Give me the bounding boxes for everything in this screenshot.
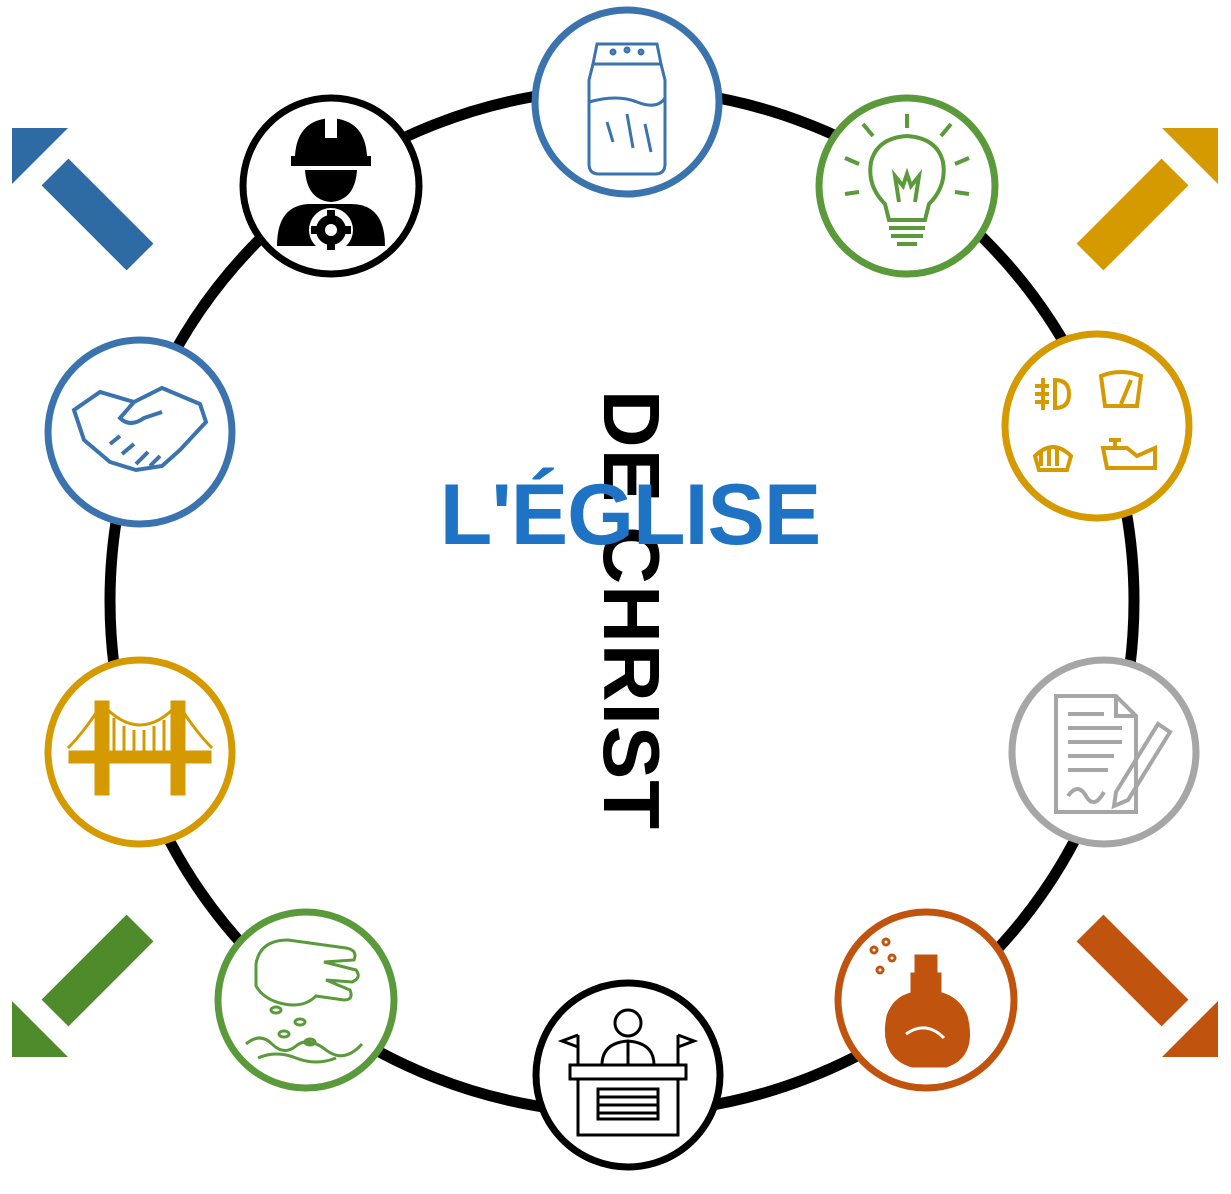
node-ambassador	[532, 979, 724, 1171]
node-bridge	[44, 656, 236, 848]
node-perfume	[834, 908, 1018, 1092]
arrow-up-left	[12, 128, 154, 271]
node-dashboard	[1001, 330, 1193, 522]
ambassador-desk-icon	[557, 1008, 699, 1137]
arrow-down-left	[12, 914, 154, 1057]
signed-document-icon	[1054, 694, 1173, 814]
node-light	[815, 94, 999, 278]
node-sowing	[214, 908, 398, 1092]
arrow-down-right	[1076, 914, 1218, 1057]
arrow-up-right	[1076, 128, 1218, 271]
node-handshake	[44, 336, 236, 528]
bridge-icon	[66, 700, 214, 796]
handshake-icon	[71, 385, 209, 473]
worker-gear-icon	[277, 116, 385, 252]
node-worker	[239, 94, 423, 278]
node-document	[1008, 656, 1200, 848]
node-salt	[531, 6, 723, 198]
sowing-hand-icon	[245, 938, 364, 1064]
title-eglise: L'ÉGLISE	[439, 467, 821, 563]
car-dashboard-symbols-icon	[1032, 370, 1157, 472]
light-bulb-icon	[844, 114, 970, 246]
salt-shaker-icon	[587, 42, 667, 176]
perfume-bottle-icon	[869, 937, 970, 1068]
